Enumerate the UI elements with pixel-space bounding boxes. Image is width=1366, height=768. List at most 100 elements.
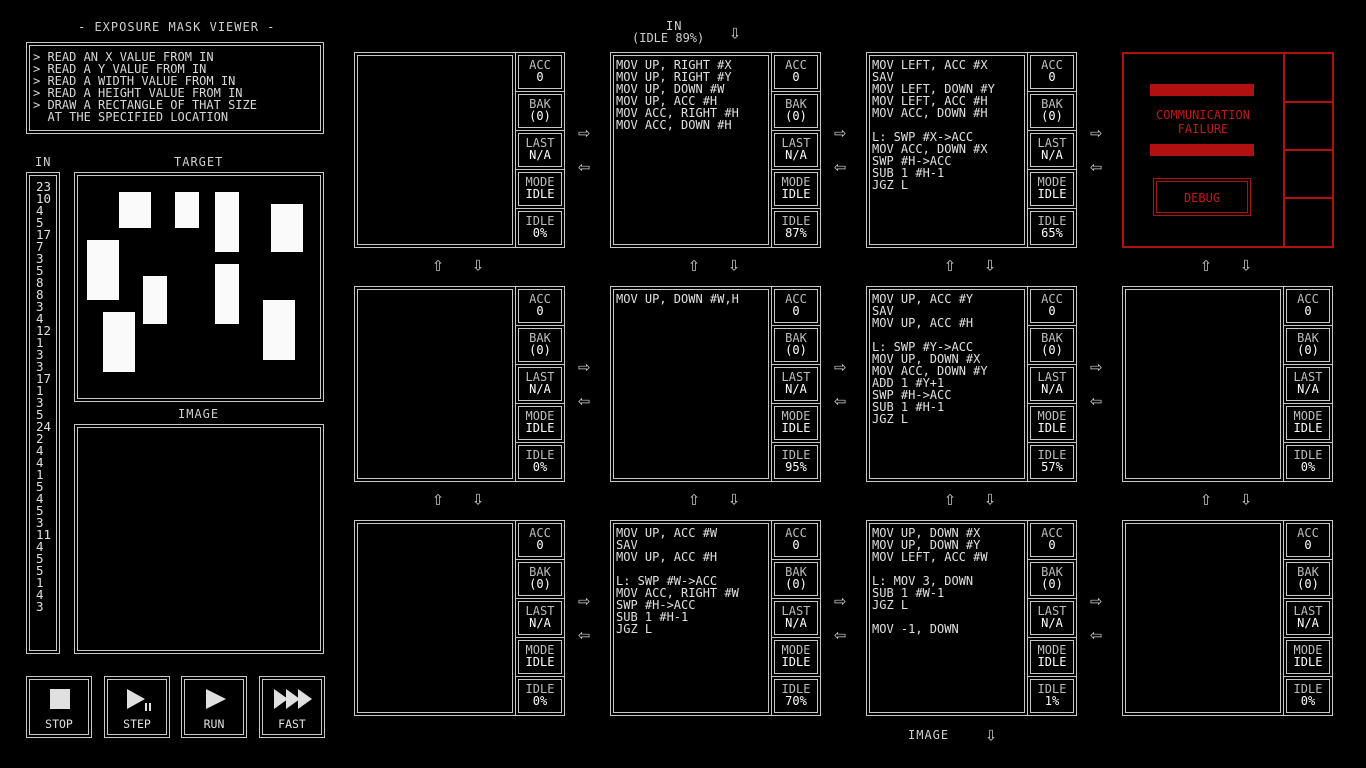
bak-register: BAK(0) [1283, 325, 1333, 365]
idle-label: IDLE [1293, 682, 1323, 696]
code-editor[interactable]: MOV UP, ACC #Y SAV MOV UP, ACC #H L: SWP… [866, 286, 1028, 482]
mode-label: MODE [1037, 175, 1067, 189]
step-button[interactable]: STEP [104, 676, 170, 738]
arrow-up-icon: ⇧ [432, 252, 445, 276]
bak-label: BAK [529, 97, 551, 111]
arrow-up-icon: ⇧ [432, 486, 445, 510]
arrow-up-icon: ⇧ [688, 486, 701, 510]
arrow-down-icon: ⇩ [729, 20, 742, 44]
code-text: MOV LEFT, ACC #X SAV MOV LEFT, DOWN #Y M… [872, 58, 995, 192]
acc-label: ACC [785, 58, 807, 72]
acc-value: 0 [792, 70, 800, 84]
acc-value: 0 [536, 538, 544, 552]
code-editor[interactable] [354, 520, 516, 716]
acc-label: ACC [1041, 292, 1063, 306]
last-value: N/A [529, 148, 551, 162]
acc-value: 0 [1304, 538, 1312, 552]
input-idle: (IDLE 89%) [632, 31, 705, 45]
arrow-right-icon: ⇨ [1090, 354, 1103, 378]
arrow-up-icon: ⇧ [1200, 486, 1213, 510]
exec-node: MOV UP, DOWN #X MOV UP, DOWN #Y MOV LEFT… [866, 520, 1334, 716]
mode-value: IDLE [781, 421, 811, 435]
bak-register: BAK(0) [515, 91, 565, 131]
code-editor[interactable]: MOV LEFT, ACC #X SAV MOV LEFT, DOWN #Y M… [866, 52, 1028, 248]
last-value: N/A [785, 382, 807, 396]
play-icon [206, 689, 226, 709]
mode-label: MODE [525, 643, 555, 657]
arrow-right-icon: ⇨ [578, 588, 591, 612]
code-editor[interactable] [1122, 286, 1284, 482]
acc-label: ACC [785, 526, 807, 540]
last-value: N/A [785, 148, 807, 162]
idle-label: IDLE [1293, 448, 1323, 462]
code-editor[interactable]: MOV UP, DOWN #W,H [610, 286, 772, 482]
last-label: LAST [1037, 136, 1067, 150]
acc-value: 0 [1048, 538, 1056, 552]
output-label: IMAGE [908, 728, 950, 742]
fast-button[interactable]: FAST [259, 676, 325, 738]
code-editor[interactable]: MOV UP, ACC #W SAV MOV UP, ACC #H L: SWP… [610, 520, 772, 716]
bak-label: BAK [785, 565, 807, 579]
arrow-left-icon: ⇦ [1090, 388, 1103, 412]
arrow-down-icon: ⇩ [728, 252, 741, 276]
idle-label: IDLE [781, 214, 811, 228]
arrow-right-icon: ⇨ [834, 588, 847, 612]
bak-label: BAK [1297, 331, 1319, 345]
bak-value: (0) [1297, 343, 1319, 357]
arrow-right-icon: ⇨ [834, 120, 847, 144]
code-editor[interactable] [1122, 520, 1284, 716]
target-rect [175, 192, 199, 228]
bak-register: BAK(0) [771, 91, 821, 131]
failure-bar [1150, 144, 1254, 156]
mode-label: MODE [525, 409, 555, 423]
code-text: MOV UP, RIGHT #X MOV UP, RIGHT #Y MOV UP… [616, 58, 739, 132]
idle-value: 0% [532, 226, 548, 240]
idle-label: IDLE [1037, 682, 1067, 696]
stop-button[interactable]: STOP [26, 676, 92, 738]
mode-value: IDLE [1037, 187, 1067, 201]
last-label: LAST [781, 370, 811, 384]
mode-value: IDLE [525, 655, 555, 669]
arrow-left-icon: ⇦ [1090, 622, 1103, 646]
bak-value: (0) [785, 343, 807, 357]
code-editor[interactable] [354, 286, 516, 482]
in-values-list[interactable]: 23 10 4 5 17 7 3 5 8 8 3 4 12 1 3 3 17 1… [26, 172, 60, 654]
acc-label: ACC [1297, 526, 1319, 540]
bak-label: BAK [1041, 331, 1063, 345]
arrow-left-icon: ⇦ [834, 154, 847, 178]
run-button[interactable]: RUN [181, 676, 247, 738]
acc-label: ACC [529, 526, 551, 540]
idle-value: 0% [532, 694, 548, 708]
arrow-down-icon: ⇩ [984, 252, 997, 276]
mode-label: MODE [781, 175, 811, 189]
code-editor[interactable]: MOV UP, RIGHT #X MOV UP, RIGHT #Y MOV UP… [610, 52, 772, 248]
arrow-left-icon: ⇦ [578, 154, 591, 178]
mode-label: MODE [781, 643, 811, 657]
bak-value: (0) [1297, 577, 1319, 591]
bak-label: BAK [529, 565, 551, 579]
acc-value: 0 [1048, 304, 1056, 318]
last-value: N/A [1297, 382, 1319, 396]
bak-value: (0) [529, 343, 551, 357]
arrow-left-icon: ⇦ [834, 388, 847, 412]
idle-value: 87% [785, 226, 807, 240]
code-editor[interactable]: MOV UP, DOWN #X MOV UP, DOWN #Y MOV LEFT… [866, 520, 1028, 716]
code-editor[interactable] [354, 52, 516, 248]
last-value: N/A [1041, 616, 1063, 630]
last-value: N/A [785, 616, 807, 630]
last-label: LAST [525, 136, 555, 150]
debug-button[interactable]: DEBUG [1153, 178, 1251, 216]
